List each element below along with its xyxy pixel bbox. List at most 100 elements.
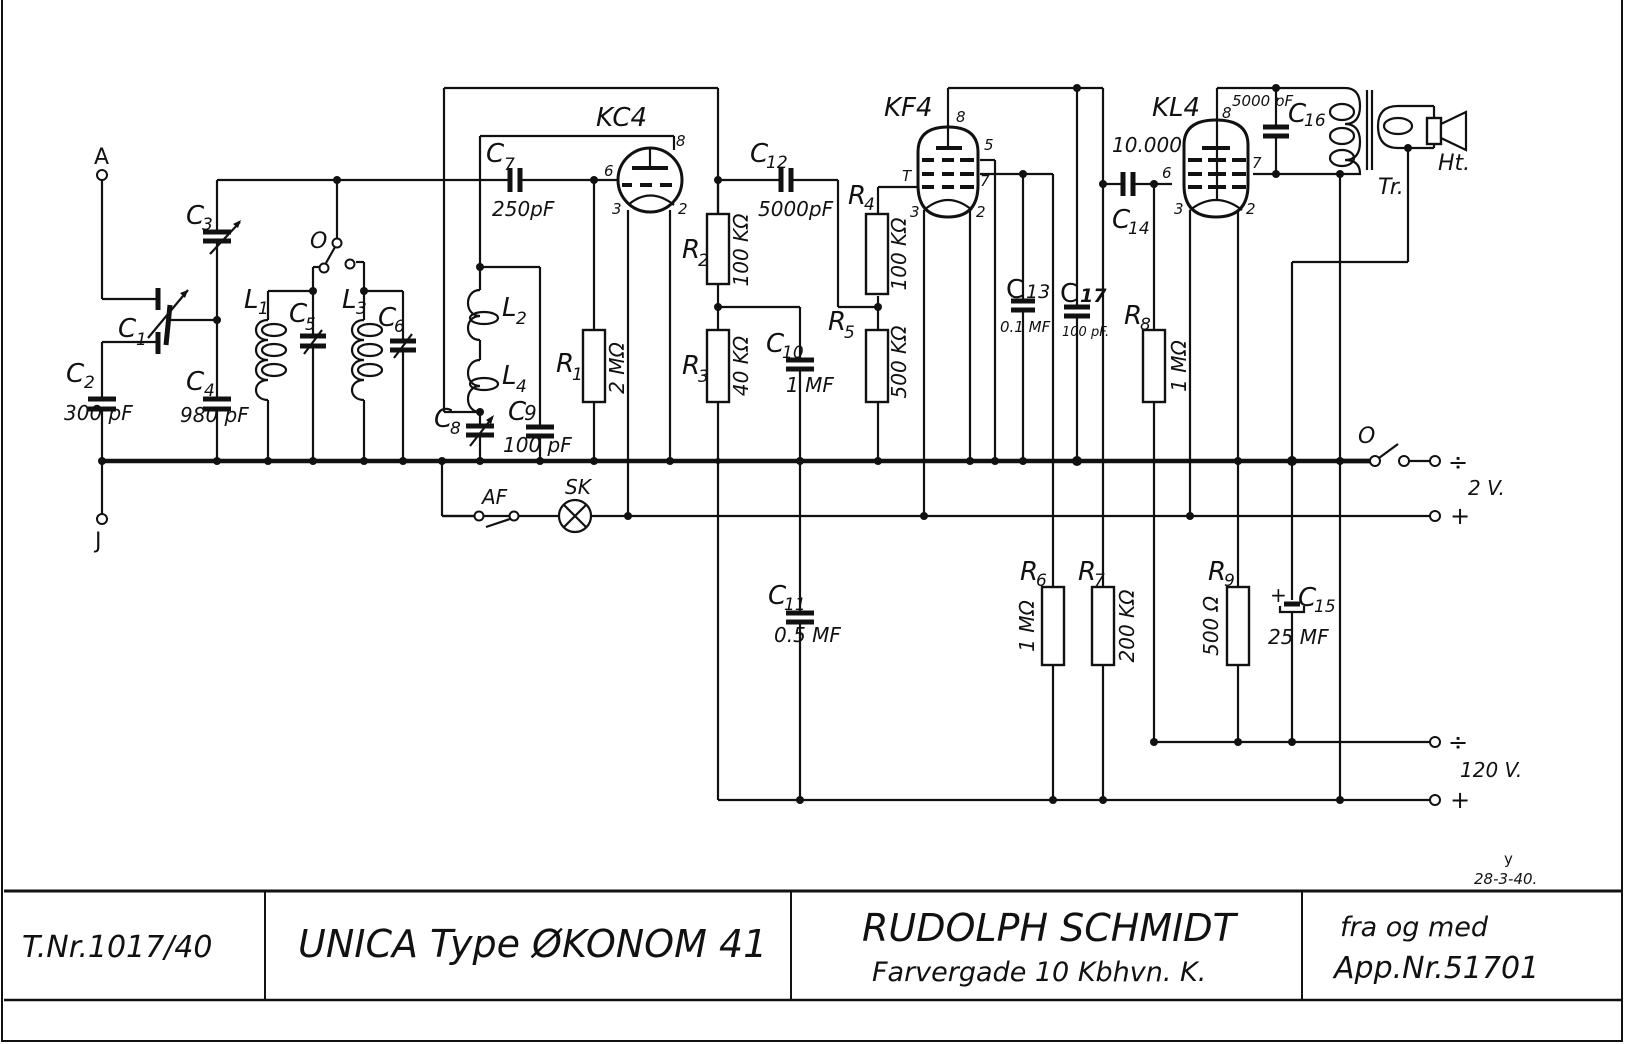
inductor-l3: L 3 — [342, 285, 384, 402]
svg-text:5: 5 — [984, 136, 994, 154]
svg-text:C: C — [186, 201, 205, 231]
capacitor-c4: C 4 980 pF — [180, 367, 249, 427]
svg-text:1: 1 — [258, 299, 269, 319]
inductor-l2: L 2 — [466, 288, 527, 342]
capacitor-c17: C 17 100 pF. — [1060, 279, 1109, 340]
capacitor-c10: C 10 1 MF — [766, 329, 834, 397]
svg-text:R: R — [1124, 301, 1142, 331]
tube-kf4: KF4 8 5 T 7 3 2 — [884, 93, 994, 221]
svg-text:+: + — [1450, 786, 1470, 814]
svg-text:8: 8 — [450, 419, 461, 439]
svg-text:R: R — [828, 307, 846, 337]
svg-text:KL4: KL4 — [1152, 93, 1200, 123]
svg-text:300 pF: 300 pF — [64, 401, 133, 425]
capacitor-c1: C 1 — [118, 288, 189, 354]
svg-text:SK: SK — [565, 475, 593, 499]
svg-text:C: C — [750, 139, 769, 169]
svg-text:2: 2 — [976, 203, 986, 221]
inductor-l1: L 1 — [244, 285, 288, 402]
svg-text:14: 14 — [1128, 219, 1150, 239]
ground-terminal[interactable]: J — [93, 513, 108, 554]
svg-text:8: 8 — [1222, 104, 1232, 122]
capacitor-c12: C 12 5000pF — [750, 139, 834, 221]
resistor-r8: R 8 1 MΩ — [1124, 301, 1191, 404]
supply-120v-minus-terminal[interactable]: ÷ — [1429, 728, 1468, 756]
svg-text:R: R — [682, 351, 700, 381]
revision-mark: y — [1504, 850, 1513, 868]
svg-text:5000 pF: 5000 pF — [1232, 92, 1293, 110]
supply-2v-label: 2 V. — [1468, 476, 1505, 500]
svg-text:R: R — [1020, 557, 1038, 587]
svg-text:C: C — [1006, 275, 1024, 305]
svg-text:T: T — [902, 167, 913, 185]
svg-text:L: L — [342, 285, 357, 315]
drawing-date: 28-3-40. — [1474, 870, 1537, 888]
capacitor-c5: C 5 — [289, 299, 326, 355]
resistor-r7: R 7 200 KΩ — [1078, 557, 1139, 667]
svg-text:100 KΩ: 100 KΩ — [729, 213, 753, 287]
svg-text:0.1 MF: 0.1 MF — [1000, 318, 1051, 336]
svg-text:500 KΩ: 500 KΩ — [887, 325, 911, 399]
svg-text:13: 13 — [1026, 281, 1050, 303]
svg-text:C: C — [434, 404, 453, 434]
svg-text:200 KΩ: 200 KΩ — [1115, 589, 1139, 663]
supply-2v-plus-terminal[interactable]: + — [1429, 502, 1470, 530]
svg-text:250pF: 250pF — [492, 197, 555, 221]
svg-text:6: 6 — [1162, 164, 1172, 182]
svg-text:C: C — [766, 329, 785, 359]
svg-text:12: 12 — [766, 153, 788, 173]
svg-text:5: 5 — [305, 315, 316, 335]
svg-text:Ht.: Ht. — [1438, 151, 1470, 176]
svg-text:2: 2 — [698, 251, 709, 271]
svg-text:1: 1 — [136, 330, 147, 350]
band-switch[interactable]: O — [310, 229, 356, 274]
svg-text:C: C — [289, 299, 308, 329]
svg-text:8: 8 — [676, 132, 686, 150]
supply-120v-plus-terminal[interactable]: + — [1429, 786, 1470, 814]
svg-text:3: 3 — [1174, 200, 1184, 218]
svg-text:8: 8 — [1140, 315, 1151, 335]
inductor-l4: L 4 — [466, 340, 527, 414]
af-switch[interactable]: AF — [442, 485, 520, 529]
svg-text:9: 9 — [1224, 571, 1235, 591]
capacitor-c9: C 9 100 pF — [503, 397, 572, 457]
svg-text:C: C — [378, 303, 397, 333]
svg-text:R: R — [556, 349, 574, 379]
svg-text:980 pF: 980 pF — [180, 403, 249, 427]
svg-text:L: L — [244, 285, 259, 315]
svg-text:4: 4 — [204, 381, 215, 401]
svg-text:5000pF: 5000pF — [758, 197, 834, 221]
svg-text:C: C — [1288, 99, 1307, 129]
supply-2v-minus-terminal[interactable]: ÷ — [1429, 448, 1468, 476]
svg-text:15: 15 — [1314, 597, 1336, 617]
svg-text:2: 2 — [678, 200, 688, 218]
svg-text:÷: ÷ — [1448, 448, 1468, 476]
product-name: UNICA Type ØKONOM 41 — [298, 922, 767, 966]
svg-text:O: O — [310, 229, 327, 254]
resistor-r3: R 3 40 KΩ — [682, 328, 753, 404]
svg-text:500 Ω: 500 Ω — [1199, 595, 1223, 656]
svg-text:25 MF: 25 MF — [1268, 625, 1329, 649]
svg-text:40 KΩ: 40 KΩ — [729, 335, 753, 396]
svg-text:11: 11 — [784, 595, 806, 615]
svg-text:1: 1 — [572, 365, 583, 385]
apparatus-number: App.Nr.51701 — [1332, 951, 1539, 986]
capacitor-c13: C 13 0.1 MF — [1000, 275, 1051, 336]
svg-text:KC4: KC4 — [596, 103, 647, 133]
svg-text:1 MF: 1 MF — [786, 373, 834, 397]
svg-text:C: C — [1112, 205, 1131, 235]
resistor-r5: R 5 500 KΩ — [828, 307, 911, 404]
junction-dots — [98, 84, 1412, 804]
antenna-terminal[interactable]: A — [94, 145, 109, 181]
svg-text:C: C — [118, 314, 137, 344]
svg-text:+: + — [1450, 502, 1470, 530]
svg-text:3: 3 — [698, 367, 709, 387]
power-switch[interactable]: O — [1340, 424, 1430, 467]
svg-text:O: O — [1358, 424, 1375, 449]
capacitor-c11: C 11 0.5 MF — [768, 581, 841, 647]
svg-text:R: R — [1208, 557, 1226, 587]
svg-text:C: C — [66, 359, 85, 389]
svg-text:6: 6 — [1036, 571, 1047, 591]
svg-text:R: R — [848, 181, 866, 211]
